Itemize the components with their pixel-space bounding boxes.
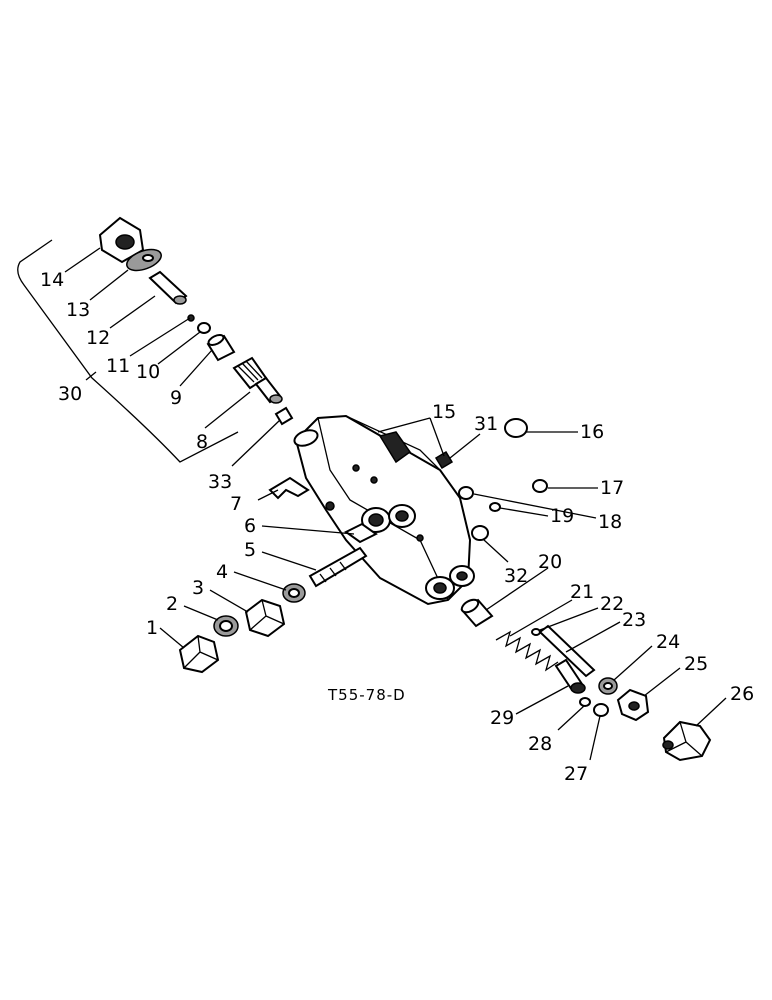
callout-24: 24 bbox=[656, 631, 680, 653]
part-1-plug bbox=[178, 634, 220, 674]
part-12-pin bbox=[148, 270, 188, 305]
part-13-disc bbox=[126, 248, 162, 272]
part-19-ring bbox=[489, 502, 501, 512]
part-27-ring bbox=[593, 703, 609, 717]
part-28-ring bbox=[579, 697, 591, 707]
part-26-knob bbox=[662, 720, 712, 762]
part-20-sleeve bbox=[460, 598, 494, 628]
callout-8: 8 bbox=[196, 431, 208, 453]
part-3-plug bbox=[244, 598, 286, 638]
callout-32: 32 bbox=[504, 565, 528, 587]
leader-lines bbox=[64, 247, 727, 761]
callout-33: 33 bbox=[208, 471, 232, 493]
callout-1: 1 bbox=[146, 617, 158, 639]
callout-31: 31 bbox=[474, 413, 498, 435]
callout-25: 25 bbox=[684, 653, 708, 675]
callout-10: 10 bbox=[136, 361, 160, 383]
callout-labels: 14 13 12 11 10 9 8 33 30 7 6 5 4 3 2 1 1… bbox=[40, 269, 754, 785]
part-15-housing bbox=[293, 414, 475, 606]
part-5-stem bbox=[308, 546, 368, 588]
callout-7: 7 bbox=[230, 493, 242, 515]
part-24-washer bbox=[598, 677, 618, 695]
drawing-code: T55-78-D bbox=[327, 686, 406, 704]
part-16-snap-ring bbox=[504, 418, 528, 438]
part-14-cap bbox=[98, 216, 145, 264]
callout-23: 23 bbox=[622, 609, 646, 631]
callout-15: 15 bbox=[432, 401, 456, 423]
callout-18: 18 bbox=[598, 511, 622, 533]
part-29-screw bbox=[554, 658, 586, 694]
group-bracket-30 bbox=[17, 239, 239, 463]
callout-28: 28 bbox=[528, 733, 552, 755]
part-32-ring bbox=[471, 525, 489, 541]
callout-2: 2 bbox=[166, 593, 178, 615]
callout-22: 22 bbox=[600, 593, 624, 615]
callout-4: 4 bbox=[216, 561, 228, 583]
callout-13: 13 bbox=[66, 299, 90, 321]
callout-27: 27 bbox=[564, 763, 588, 785]
callout-26: 26 bbox=[730, 683, 754, 705]
callout-5: 5 bbox=[244, 539, 256, 561]
part-4-washer bbox=[282, 583, 306, 603]
part-21-spring bbox=[495, 630, 559, 672]
callout-14: 14 bbox=[40, 269, 64, 291]
callout-12: 12 bbox=[86, 327, 110, 349]
callout-30: 30 bbox=[58, 383, 82, 405]
callout-6: 6 bbox=[244, 515, 256, 537]
callout-16: 16 bbox=[580, 421, 604, 443]
part-7-clip bbox=[268, 476, 310, 500]
callout-20: 20 bbox=[538, 551, 562, 573]
callout-19: 19 bbox=[550, 505, 574, 527]
part-10-ring bbox=[197, 322, 211, 334]
callout-29: 29 bbox=[490, 707, 514, 729]
part-8-spool bbox=[232, 356, 283, 404]
part-25-fitting bbox=[616, 688, 650, 722]
part-6-shaft bbox=[344, 522, 378, 544]
part-18-ring bbox=[458, 486, 474, 500]
callout-21: 21 bbox=[570, 581, 594, 603]
callout-9: 9 bbox=[170, 387, 182, 409]
part-17-ring bbox=[532, 479, 548, 493]
part-2-washer bbox=[213, 615, 239, 637]
callout-3: 3 bbox=[192, 577, 204, 599]
part-9-sleeve bbox=[206, 334, 236, 362]
callout-11: 11 bbox=[106, 355, 130, 377]
callout-17: 17 bbox=[600, 477, 624, 499]
part-11-ball bbox=[187, 314, 195, 322]
